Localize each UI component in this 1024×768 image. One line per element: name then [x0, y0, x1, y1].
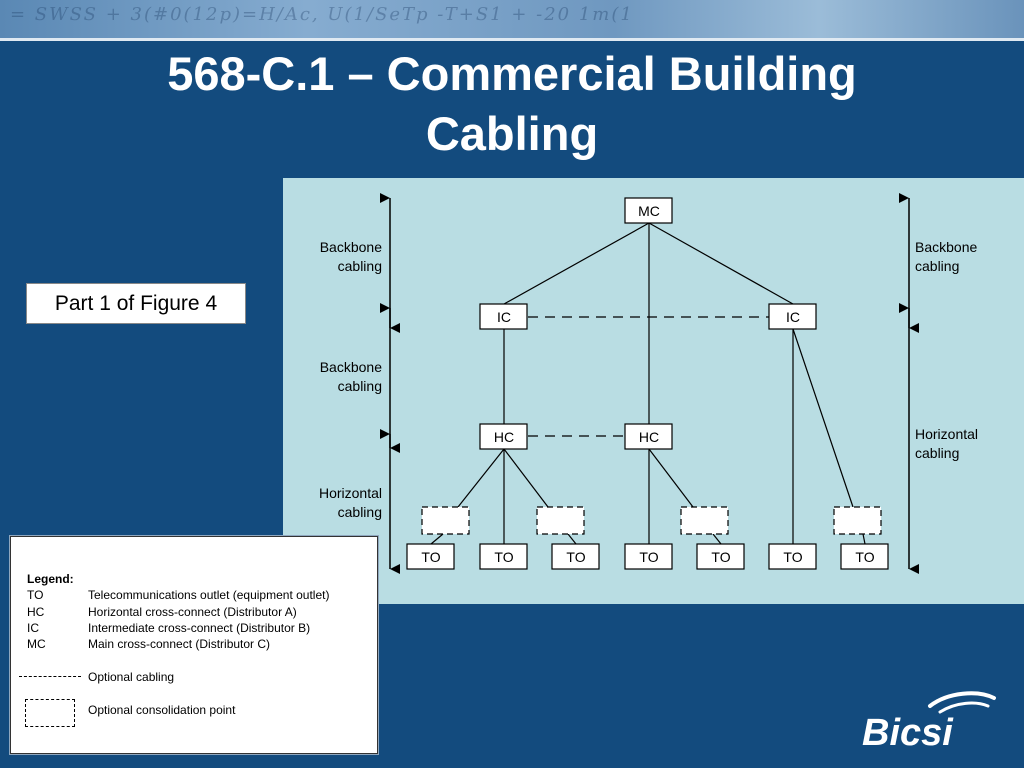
- legend-desc: Telecommunications outlet (equipment out…: [88, 588, 330, 602]
- legend-desc: Intermediate cross-connect (Distributor …: [88, 621, 311, 635]
- consolidation-point-2: [536, 506, 585, 535]
- to-label-5: TO: [711, 549, 730, 565]
- hc-left-label: HC: [494, 429, 514, 445]
- legend-row-mc: MC Main cross-connect (Distributor C): [27, 637, 372, 653]
- left-label-3-line-1: Horizontal: [319, 485, 382, 501]
- to-box-4: [624, 543, 673, 570]
- legend-optional-consolidation: Optional consolidation point: [88, 703, 236, 717]
- consolidation-point-1: [421, 506, 470, 535]
- legend-desc: Horizontal cross-connect (Distributor A): [88, 605, 297, 619]
- hc-right-box: [624, 423, 673, 450]
- banner-handwriting: = SWSS + 3(#0(12p)=H/Ac, U(1/SeTp -T+S1 …: [10, 4, 634, 25]
- to-label-2: TO: [494, 549, 513, 565]
- slide-title-line-2: Cabling: [425, 107, 599, 160]
- link-cp-1-to-1: [430, 533, 444, 545]
- link-hc-right-cp-3: [648, 448, 694, 508]
- legend-abbr: HC: [27, 605, 45, 619]
- banner-divider: [0, 38, 1024, 41]
- ic-right-box: [768, 303, 817, 330]
- legend-row-hc: HC Horizontal cross-connect (Distributor…: [27, 605, 372, 621]
- consolidation-point-4: [833, 506, 882, 535]
- link-cp-3-to-5: [712, 533, 722, 545]
- cabling-hierarchy-diagram: MC IC IC HC HC TO TO TO TO TO TO TO Back…: [319, 193, 978, 574]
- figure-label: Part 1 of Figure 4: [26, 283, 246, 324]
- to-label-4: TO: [639, 549, 658, 565]
- left-label-1-line-2: cabling: [338, 258, 382, 274]
- legend-consolidation-sample: [25, 699, 75, 727]
- right-label-2-line-2: cabling: [915, 445, 959, 461]
- left-span-labels: Backbone cabling Backbone cabling Horizo…: [319, 239, 382, 520]
- legend-row-ic: IC Intermediate cross-connect (Distribut…: [27, 621, 372, 637]
- consolidation-points: [421, 506, 882, 535]
- legend-dashed-line-sample: [19, 676, 81, 677]
- to-label-1: TO: [421, 549, 440, 565]
- link-hc-left-cp-2: [503, 448, 549, 508]
- link-mc-ic-right: [648, 222, 794, 305]
- left-label-3-line-2: cabling: [338, 504, 382, 520]
- link-cp-4-to-7: [862, 533, 866, 545]
- optional-cabling-lines: [528, 316, 769, 437]
- to-label-3: TO: [566, 549, 585, 565]
- decorative-banner: = SWSS + 3(#0(12p)=H/Ac, U(1/SeTp -T+S1 …: [0, 0, 1024, 38]
- to-label-6: TO: [783, 549, 802, 565]
- link-mc-ic-left: [503, 222, 650, 305]
- to-box-6: [768, 543, 817, 570]
- to-box-2: [479, 543, 528, 570]
- left-label-2-line-2: cabling: [338, 378, 382, 394]
- slide-title: 568-C.1 – Commercial Building Cabling: [0, 44, 1024, 164]
- logo-swoosh-1: [928, 691, 996, 708]
- to-label-7: TO: [855, 549, 874, 565]
- hc-right-label: HC: [639, 429, 659, 445]
- legend-box: Legend: TO Telecommunications outlet (eq…: [10, 536, 378, 754]
- consolidation-point-3: [680, 506, 729, 535]
- mc-label: MC: [638, 203, 660, 219]
- left-label-2-line-1: Backbone: [320, 359, 382, 375]
- to-box-3: [551, 543, 600, 570]
- legend-abbr: MC: [27, 637, 46, 651]
- legend-desc: Main cross-connect (Distributor C): [88, 637, 271, 651]
- to-box-5: [696, 543, 745, 570]
- node-boxes: [406, 197, 889, 570]
- ic-right-label: IC: [786, 309, 800, 325]
- link-hc-left-cp-1: [457, 448, 505, 508]
- left-label-1-line-1: Backbone: [320, 239, 382, 255]
- hc-left-box: [479, 423, 528, 450]
- right-label-1-line-2: cabling: [915, 258, 959, 274]
- legend-optional-cabling: Optional cabling: [88, 670, 175, 684]
- link-cp-2-to-3: [567, 533, 577, 545]
- legend-abbr: IC: [27, 621, 39, 635]
- ic-left-box: [479, 303, 528, 330]
- to-box-1: [406, 543, 455, 570]
- mc-box: [624, 197, 673, 224]
- right-span-labels: Backbone cabling Horizontal cabling: [915, 239, 978, 461]
- right-label-2-line-1: Horizontal: [915, 426, 978, 442]
- to-box-7: [840, 543, 889, 570]
- link-ic-right-cp-4: [792, 328, 854, 508]
- logo-swoosh-2: [938, 701, 990, 714]
- bicsi-logo: Bicsi: [862, 691, 996, 752]
- logo-text: Bicsi: [862, 712, 954, 752]
- ic-left-label: IC: [497, 309, 511, 325]
- connection-lines: [430, 222, 866, 545]
- node-labels: MC IC IC HC HC TO TO TO TO TO TO TO: [421, 203, 874, 565]
- legend-abbr: TO: [27, 588, 44, 602]
- legend-row-to: TO Telecommunications outlet (equipment …: [27, 588, 372, 604]
- legend-heading: Legend:: [27, 572, 74, 586]
- slide-title-line-1: 568-C.1 – Commercial Building: [167, 47, 857, 100]
- right-label-1-line-1: Backbone: [915, 239, 977, 255]
- cabling-diagram-panel: MC IC IC HC HC TO TO TO TO TO TO TO Back…: [283, 178, 1024, 604]
